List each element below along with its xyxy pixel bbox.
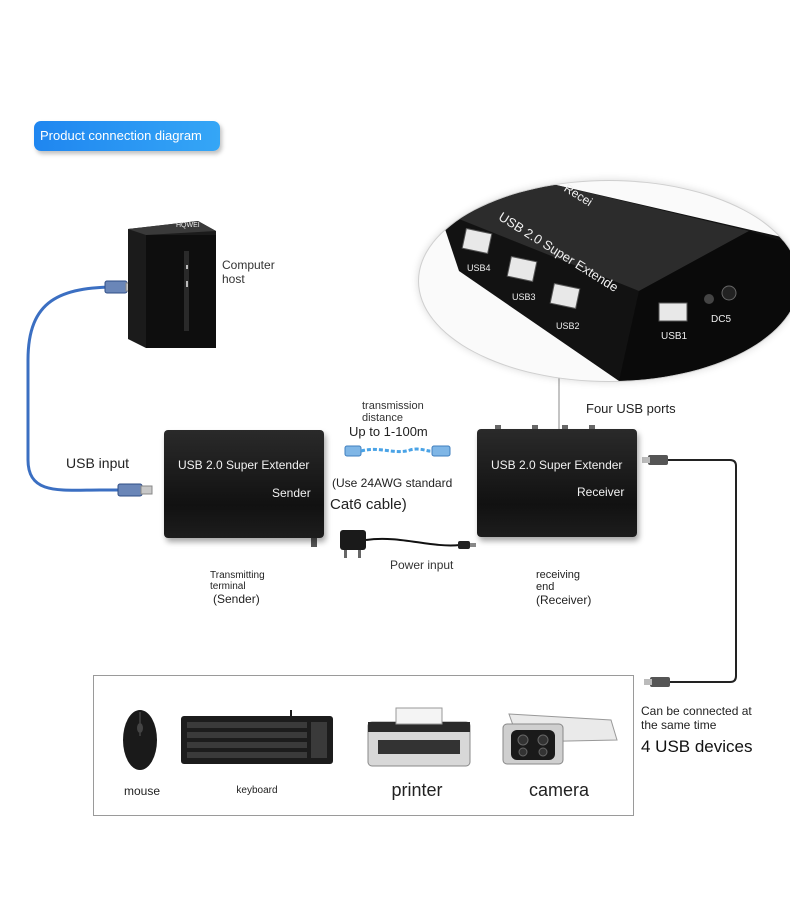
sender-caption-line1: Transmitting	[210, 570, 265, 581]
usb-cable-black	[665, 459, 737, 683]
computer-label-line2: host	[222, 272, 245, 286]
sender-caption-line2: terminal	[210, 581, 246, 592]
lan-plug-left	[344, 445, 362, 457]
printer-icon	[367, 707, 471, 767]
transmission-label: transmission distance	[362, 400, 424, 424]
power-adapter	[340, 530, 366, 550]
keyboard-icon	[181, 710, 333, 764]
zoom-port-usb3: USB3	[512, 292, 536, 302]
device-label-keyboard: keyboard	[236, 785, 278, 796]
zoom-port-usb1: USB1	[661, 331, 688, 342]
devices-count: 4 USB devices	[641, 737, 753, 756]
receiver-caption-line2: end	[536, 581, 555, 593]
computer-tower: HQWEI	[128, 221, 216, 348]
four-usb-ports-label: Four USB ports	[586, 401, 676, 416]
receiver-caption-line3: (Receiver)	[536, 593, 592, 607]
usb-input-label: USB input	[66, 455, 130, 471]
devices-note-line2: the same time	[641, 718, 717, 732]
diagram-title-badge: Product connection diagram	[34, 121, 220, 151]
power-input-label: Power input	[390, 558, 454, 572]
power-cable	[365, 537, 461, 547]
computer-brand: HQWEI	[176, 222, 200, 229]
mouse-icon	[123, 710, 157, 770]
usb-plug-bottom	[117, 483, 143, 497]
receiver-box: USB 2.0 Super Extender Receiver	[477, 425, 637, 537]
lan-plug-right	[431, 445, 451, 457]
lan-cable	[360, 447, 433, 454]
usb-cable-blue	[26, 285, 130, 492]
device-label-camera: camera	[528, 780, 590, 800]
device-label-printer: printer	[391, 780, 443, 800]
cable-spec-line2: Cat6 cable)	[330, 496, 407, 513]
receiver-title: USB 2.0 Super Extender	[491, 458, 623, 472]
usb-devices-panel: mouse keyboard printer camera	[93, 675, 634, 816]
sender-role: Sender	[272, 486, 311, 500]
receiver-zoom-illustration	[439, 181, 790, 381]
computer-tower-icon	[128, 221, 216, 348]
camera-icon	[502, 713, 618, 765]
sender-title: USB 2.0 Super Extender	[178, 458, 310, 472]
cable-spec-line1: (Use 24AWG standard	[332, 476, 453, 490]
usb-plug-bottom-metal	[140, 485, 153, 495]
receiver-caption: receiving end (Receiver)	[536, 569, 591, 607]
computer-label: Computer host	[222, 258, 275, 286]
devices-note: Can be connected at the same time	[641, 704, 752, 732]
transmission-distance: Up to 1-100m	[349, 424, 428, 439]
receiver-zoom-view: USB 2.0 Super Extende Recei USB4 USB3 US…	[418, 180, 790, 382]
usb-plug-receiver	[648, 455, 668, 465]
transmission-line2: distance	[362, 412, 403, 424]
receiver-caption-line1: receiving	[536, 569, 581, 581]
zoom-port-usb2: USB2	[556, 321, 580, 331]
receiver-role: Receiver	[577, 485, 625, 499]
transmission-line1: transmission	[362, 400, 424, 412]
sender-caption: Transmitting terminal (Sender)	[210, 570, 265, 606]
computer-label-line1: Computer	[222, 258, 275, 272]
usb-plug-top	[104, 280, 128, 294]
zoom-port-usb4: USB4	[467, 263, 491, 273]
device-label-mouse: mouse	[123, 784, 161, 798]
usb-plug-devices	[650, 677, 670, 687]
sender-caption-line3: (Sender)	[213, 592, 260, 606]
zoom-port-dc5: DC5	[711, 314, 732, 325]
devices-note-line1: Can be connected at	[641, 704, 752, 718]
sender-box: USB 2.0 Super Extender Sender	[164, 430, 324, 538]
